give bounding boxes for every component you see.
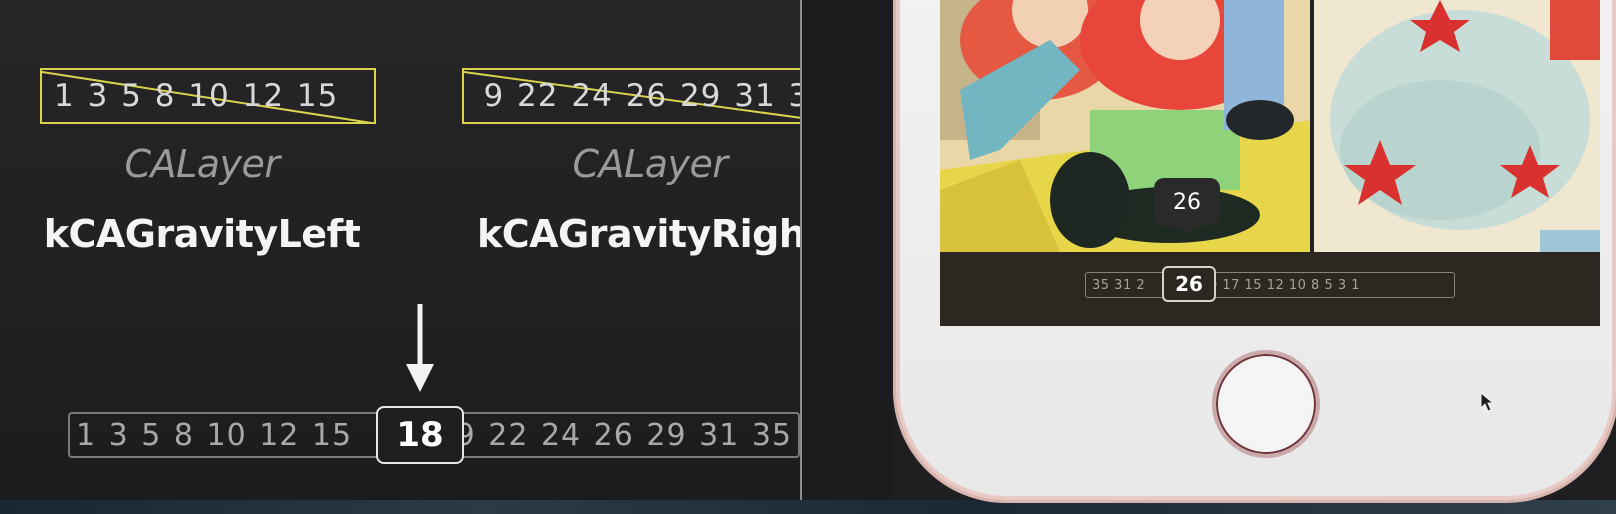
- timeline-before: 1 3 5 8 10 12 15: [76, 417, 353, 453]
- timeline-current-value[interactable]: 18: [376, 406, 464, 464]
- phone-mini-track[interactable]: 35 31 2 22 19 17 15 12 10 8 5 3 1: [1085, 272, 1455, 298]
- right-gravity-label: kCAGravityRight: [476, 212, 824, 256]
- mini-track-after: 22 19 17 15 12 10 8 5 3 1: [1178, 277, 1361, 293]
- right-calayer-label: CALayer: [572, 142, 728, 186]
- scrub-value-bubble: 26: [1154, 178, 1220, 236]
- mini-track-before: 35 31 2: [1092, 277, 1146, 293]
- background-strip: [0, 500, 1616, 514]
- left-layer-numbers: 1 3 5 8 10 12 15: [54, 78, 339, 114]
- mouse-cursor-icon: [1480, 392, 1494, 412]
- strike-line: [464, 71, 839, 122]
- phone-screen: 26 35 31 2 22 19 17 15 12 10 8 5 3 1 26: [940, 0, 1600, 326]
- phone-scrubber-bar: 35 31 2 22 19 17 15 12 10 8 5 3 1 26: [940, 252, 1600, 326]
- slide-panel: 1 3 5 8 10 12 15 CALayer kCAGravityLeft …: [0, 0, 844, 500]
- slide-divider: [800, 0, 802, 500]
- timeline-after: 9 22 24 26 29 31 35: [455, 417, 792, 453]
- left-gravity-label: kCAGravityLeft: [43, 212, 361, 256]
- strike-line: [42, 71, 372, 122]
- comic-image: [940, 0, 1600, 252]
- left-layer-box: 1 3 5 8 10 12 15: [40, 68, 376, 124]
- phone-mini-current[interactable]: 26: [1162, 266, 1216, 302]
- background-gap: [802, 0, 892, 500]
- home-button[interactable]: [1212, 350, 1320, 458]
- right-layer-numbers: 9 22 24 26 29 31 35: [483, 78, 830, 114]
- down-arrow-icon: [406, 304, 434, 392]
- left-calayer-label: CALayer: [124, 142, 280, 186]
- right-layer-box: 9 22 24 26 29 31 35: [462, 68, 844, 124]
